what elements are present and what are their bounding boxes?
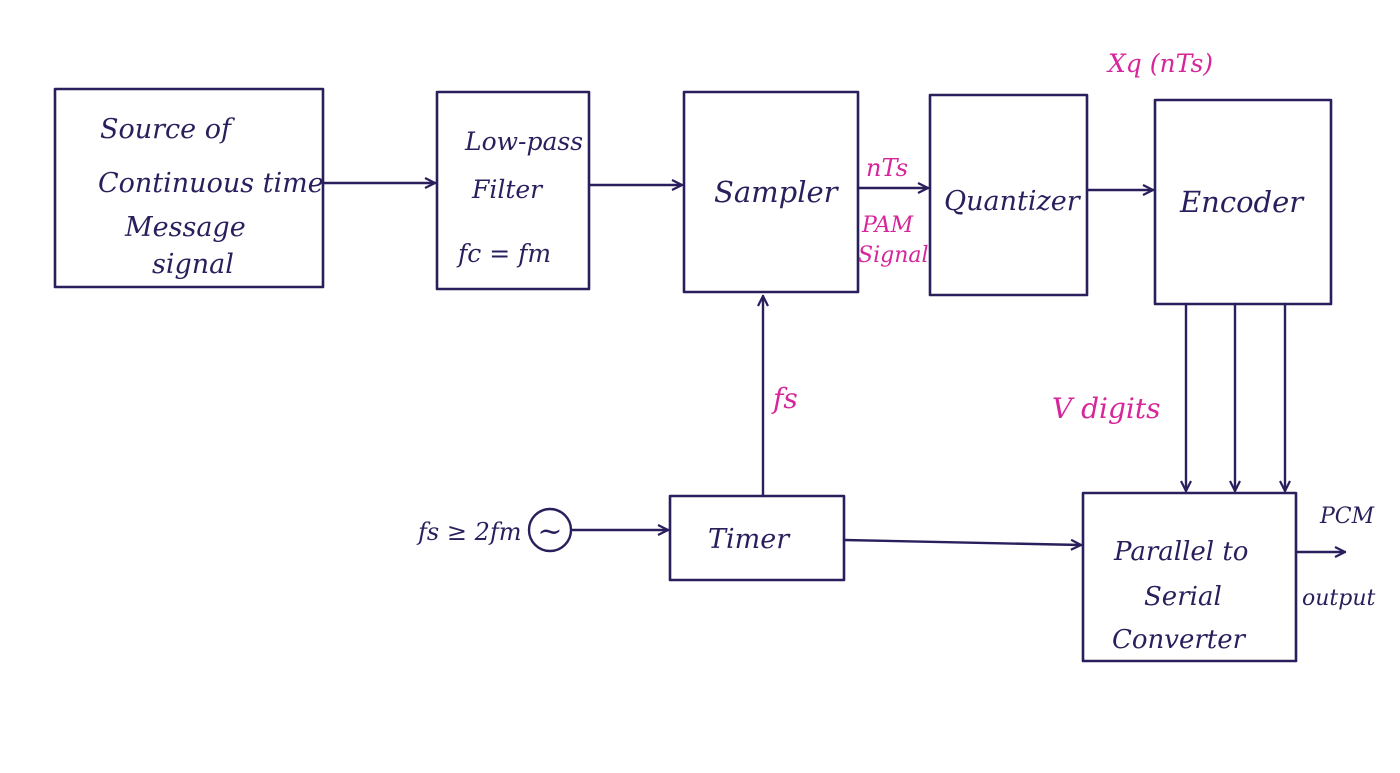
sampler-label: Sampler (714, 175, 840, 209)
encoder-label: Encoder (1179, 185, 1305, 219)
pam-label-line-2: Signal (858, 243, 929, 268)
timer-label: Timer (708, 524, 791, 555)
pam-label-line-1: PAM (861, 213, 914, 238)
timer-block (668, 494, 846, 582)
source-block (53, 87, 325, 289)
lpf-label-line-2: Filter (471, 175, 544, 204)
quantizer-label: Quantizer (944, 186, 1082, 217)
v-digits-label: V digits (1052, 392, 1161, 425)
p2s-label-line-1: Parallel to (1113, 537, 1248, 567)
lpf-label-line-1: Low-pass (464, 127, 583, 156)
fs-label: fs (771, 382, 798, 415)
source-label-line-3: Message (124, 212, 246, 243)
oscillator-symbol: ~ (537, 514, 562, 549)
pcm-label: PCM (1319, 504, 1375, 529)
fs-condition-label: fs ≥ 2fm (416, 518, 521, 546)
source-label-line-1: Source of (100, 114, 235, 145)
p2s-label-line-3: Converter (1112, 625, 1247, 655)
low-pass-filter-block (435, 90, 591, 291)
quantizer-block (928, 93, 1089, 297)
lpf-label-line-3: fc = fm (456, 239, 551, 268)
xq-label: Xq (nTs) (1106, 49, 1213, 78)
parallel-to-serial-block (1081, 491, 1298, 663)
nts-label: nTs (866, 154, 908, 182)
source-label-line-2: Continuous time (98, 168, 324, 199)
sampler-block (682, 90, 860, 294)
source-label-line-4: signal (152, 249, 234, 280)
arrow-timer-to-converter (842, 538, 1083, 545)
oscillator-icon (527, 507, 573, 553)
output-label: output (1302, 586, 1376, 611)
p2s-label-line-2: Serial (1144, 582, 1222, 612)
encoder-block (1153, 98, 1333, 306)
